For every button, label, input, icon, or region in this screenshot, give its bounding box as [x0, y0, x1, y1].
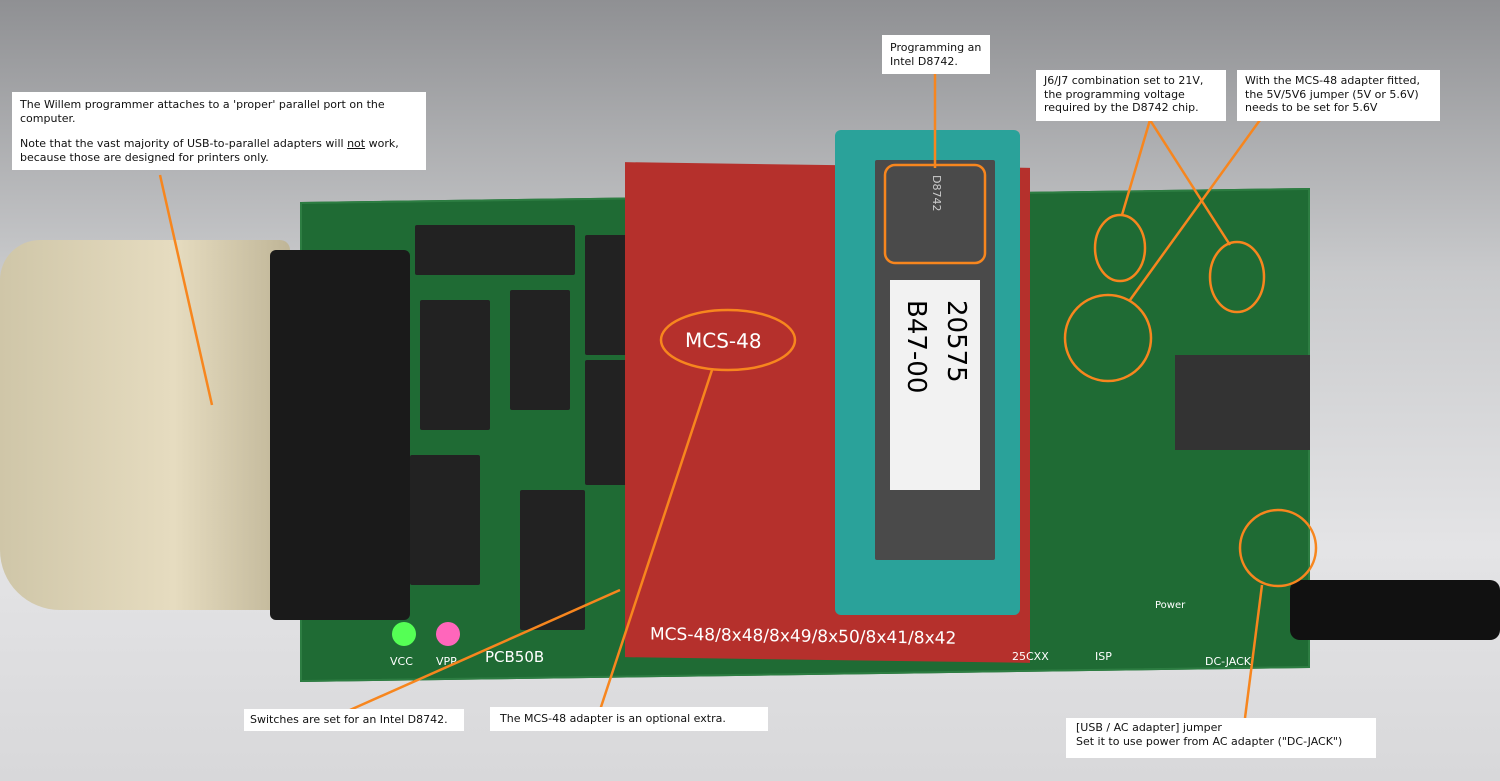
ic [520, 490, 585, 630]
text: work, because those are designed for pri… [20, 137, 399, 164]
pointer-line [1120, 119, 1152, 216]
chip-sticker: 20575 B47-00 [890, 280, 980, 490]
callout-text: Set it to use power from AC adapter ("DC… [1076, 734, 1343, 748]
pcb-label: PCB50B [485, 648, 545, 666]
vpp-led [436, 622, 460, 646]
callout-text: Note that the vast majority of USB-to-pa… [20, 137, 418, 164]
callout-text: [USB / AC adapter] jumper [1076, 721, 1222, 734]
callout-mcs48: The MCS-48 adapter is an optional extra. [490, 707, 768, 731]
zif-socket: D8742 20575 B47-00 [835, 130, 1020, 615]
highlight-j6 [1093, 213, 1147, 283]
db25-port [270, 250, 410, 620]
chip-marking: D8742 [930, 175, 943, 212]
highlight-chip [883, 163, 987, 265]
pointer-line [1128, 119, 1262, 301]
callout-programming: Programming an Intel D8742. [882, 35, 990, 74]
ic [415, 225, 575, 275]
ic [410, 455, 480, 585]
highlight-5v6 [1063, 293, 1153, 383]
ic [420, 300, 490, 430]
ic [510, 290, 570, 410]
callout-usb-ac-jumper: [USB / AC adapter] jumper Set it to use … [1066, 718, 1376, 758]
pointer-line [1243, 584, 1264, 719]
pointer-line [1148, 119, 1232, 246]
pointer-line [349, 588, 621, 712]
usb-port [1175, 355, 1310, 450]
highlight-j7 [1208, 240, 1266, 314]
highlight-dcjack [1238, 508, 1318, 588]
callout-text: The Willem programmer attaches to a 'pro… [20, 98, 385, 125]
dc-cable [1290, 580, 1500, 640]
pointer-line [598, 369, 714, 711]
highlight-mcs48 [659, 308, 797, 372]
text: Note that the vast majority of USB-to-pa… [20, 137, 348, 150]
vcc-label: VCC [390, 655, 413, 668]
cxx-label: 25CXX [1012, 650, 1049, 663]
isp-label: ISP [1095, 650, 1112, 663]
sticker-text-1: 20575 [941, 300, 971, 383]
d8742-chip: D8742 20575 B47-00 [875, 160, 995, 560]
power-label: Power [1155, 600, 1186, 611]
dc-jack-label: DC-JACK [1205, 655, 1252, 668]
pointer-line [158, 174, 214, 406]
callout-5v6-jumper: With the MCS-48 adapter fitted, the 5V/5… [1237, 70, 1440, 121]
parallel-connector [0, 240, 290, 610]
sticker-text-2: B47-00 [901, 300, 931, 394]
callout-switches: Switches are set for an Intel D8742. [244, 709, 464, 731]
emphasis-text: not [347, 137, 366, 150]
callout-j6j7: J6/J7 combination set to 21V, the progra… [1036, 70, 1226, 121]
callout-parallel-port: The Willem programmer attaches to a 'pro… [12, 92, 426, 170]
vcc-led [392, 622, 416, 646]
